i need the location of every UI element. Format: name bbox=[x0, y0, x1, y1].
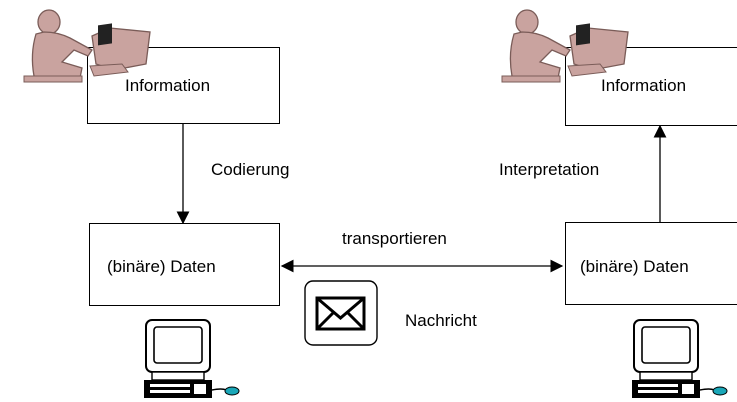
left-data-label: (binäre) Daten bbox=[107, 257, 216, 276]
left-information-label: Information bbox=[125, 76, 211, 95]
transport-label: transportieren bbox=[342, 229, 447, 248]
right-information-label: Information bbox=[601, 76, 687, 95]
right-data-box bbox=[565, 222, 737, 305]
right-data-label: (binäre) Daten bbox=[580, 257, 689, 276]
message-label: Nachricht bbox=[405, 311, 477, 330]
interpretation-label: Interpretation bbox=[499, 160, 600, 179]
person-right-icon bbox=[501, 9, 629, 83]
person-left-icon bbox=[23, 9, 151, 83]
computer-right-icon bbox=[632, 319, 728, 398]
envelope-icon bbox=[304, 280, 378, 346]
encoding-label: Codierung bbox=[211, 160, 290, 179]
computer-left-icon bbox=[144, 319, 240, 398]
left-data-box bbox=[89, 223, 280, 306]
